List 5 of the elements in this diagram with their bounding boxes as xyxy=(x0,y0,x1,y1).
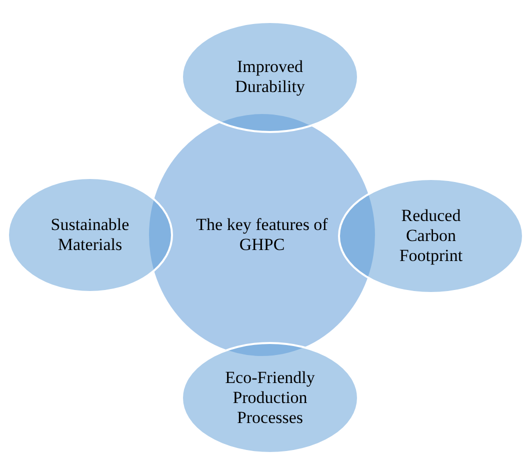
node-label: The key features of GHPC xyxy=(195,215,329,255)
node-label: Eco-Friendly Production Processes xyxy=(224,368,316,428)
node-label: Reduced Carbon Footprint xyxy=(398,206,464,266)
node-label: Sustainable Materials xyxy=(50,215,130,255)
node-label: Improved Durability xyxy=(234,57,306,97)
